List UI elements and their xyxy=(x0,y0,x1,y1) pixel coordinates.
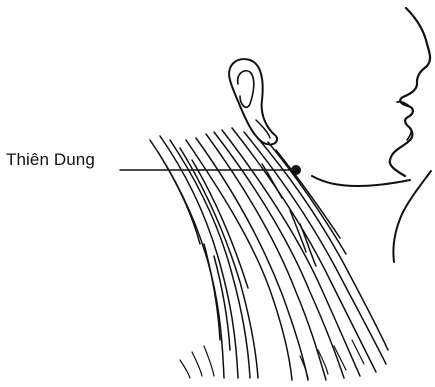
back-muscle-strands xyxy=(150,136,258,378)
face-profile xyxy=(390,8,430,176)
jaw-line xyxy=(312,176,410,186)
neck-muscle-strands xyxy=(186,128,388,380)
acupoint-marker xyxy=(291,165,301,175)
acupoint-label: Thiên Dung xyxy=(6,150,95,170)
shading-hatch xyxy=(180,340,364,378)
ear-lobe xyxy=(256,120,270,138)
ear-inner xyxy=(238,71,254,108)
ear-outline xyxy=(229,59,277,144)
throat-line xyxy=(393,171,431,262)
